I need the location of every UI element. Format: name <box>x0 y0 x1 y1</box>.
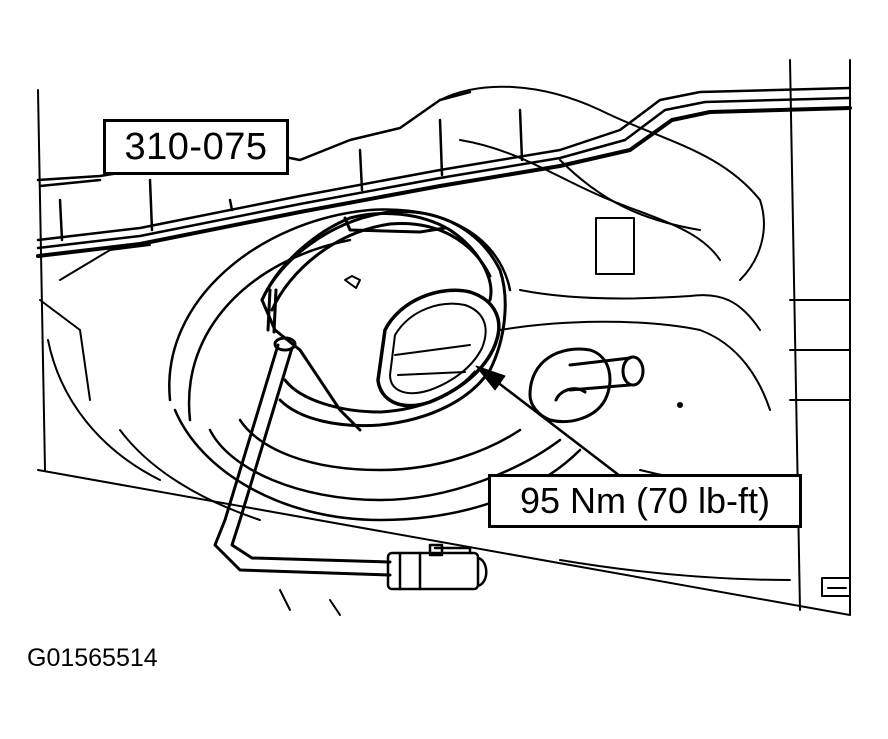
tool-number-text: 310-075 <box>124 125 268 168</box>
figure-id-label: G01565514 <box>27 644 158 672</box>
detail-marks <box>677 299 851 597</box>
torque-leader-arrow <box>475 365 622 478</box>
electrical-connector <box>386 543 488 591</box>
tool-number-label: 310-075 <box>103 119 289 175</box>
fuel-pump-cap <box>260 212 493 432</box>
fuel-line-hose <box>213 336 392 577</box>
torque-spec-label: 95 Nm (70 lb-ft) <box>488 474 802 528</box>
cap-handle <box>376 288 501 408</box>
torque-spec-text: 95 Nm (70 lb-ft) <box>519 480 771 521</box>
vent-fitting <box>528 347 645 424</box>
